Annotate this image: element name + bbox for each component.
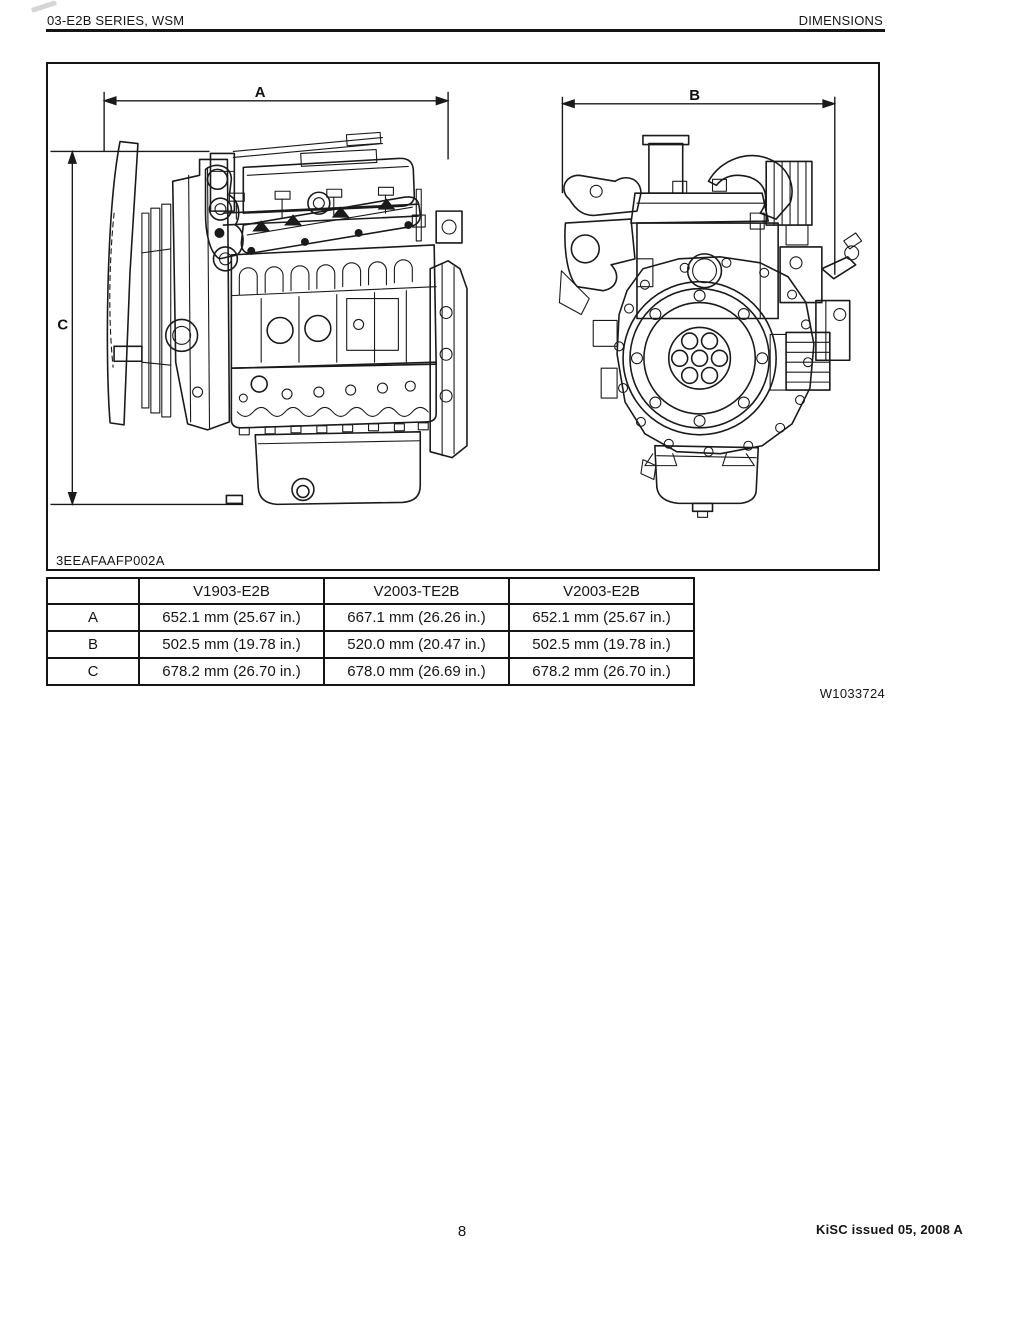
cylinder-head <box>222 186 426 242</box>
gear-case <box>164 152 236 431</box>
table-row-b: B 502.5 mm (19.78 in.) 520.0 mm (20.47 i… <box>46 630 695 659</box>
injection-pump <box>779 224 863 362</box>
table-header-row: V1903-E2B V2003-TE2B V2003-E2B <box>46 577 695 605</box>
oil-filter <box>769 331 831 391</box>
dimension-c: C <box>50 149 244 506</box>
dimension-b: B <box>560 88 837 275</box>
dimension-value: 678.0 mm (26.69 in.) <box>323 657 510 686</box>
header-chapter-title: DIMENSIONS <box>798 13 883 28</box>
table-corner-cell <box>46 577 140 605</box>
row-label: A <box>46 603 140 632</box>
dimension-value: 678.2 mm (26.70 in.) <box>508 657 695 686</box>
figure-caption: 3EEAFAAFP002A <box>54 553 167 568</box>
table-row-c: C 678.2 mm (26.70 in.) 678.0 mm (26.69 i… <box>46 657 695 686</box>
header-section-title: 03-E2B SERIES, WSM <box>47 13 185 28</box>
row-label: B <box>46 630 140 659</box>
engine-side-view <box>106 131 468 506</box>
dimensions-figure: A C <box>46 62 880 571</box>
intake-elbow <box>707 154 813 230</box>
scan-artifact <box>30 0 58 13</box>
dimension-value: 652.1 mm (25.67 in.) <box>138 603 325 632</box>
flywheel-housing-front <box>592 256 815 457</box>
column-header-v2003-te2b: V2003-TE2B <box>323 577 510 605</box>
figure-ref-number: W1033724 <box>819 686 885 701</box>
dimension-value: 502.5 mm (19.78 in.) <box>138 630 325 659</box>
header-rule <box>46 29 885 32</box>
cylinder-block <box>230 244 437 369</box>
valve-cover <box>232 131 416 214</box>
dimension-value: 678.2 mm (26.70 in.) <box>138 657 325 686</box>
dimension-a-label: A <box>255 85 266 101</box>
row-label: C <box>46 657 140 686</box>
engine-dimension-diagram: A C <box>50 85 863 518</box>
intake-manifold <box>240 191 422 255</box>
oil-pan-front <box>640 444 760 518</box>
dimension-value: 502.5 mm (19.78 in.) <box>508 630 695 659</box>
column-header-v2003-e2b: V2003-E2B <box>508 577 695 605</box>
footer-issue-note: KiSC issued 05, 2008 A <box>816 1222 963 1237</box>
dimension-value: 667.1 mm (26.26 in.) <box>323 603 510 632</box>
head-front <box>636 222 779 320</box>
flywheel-housing-side <box>429 210 468 459</box>
page-number: 8 <box>457 1223 467 1240</box>
dimension-value: 520.0 mm (20.47 in.) <box>323 630 510 659</box>
flywheel <box>622 280 777 467</box>
column-header-v1903-e2b: V1903-E2B <box>138 577 325 605</box>
water-outlet <box>558 174 642 316</box>
fan <box>106 140 139 426</box>
crankcase-flange <box>230 361 437 436</box>
dimensions-table: V1903-E2B V2003-TE2B V2003-E2B A 652.1 m… <box>46 577 695 686</box>
crank-pulley <box>113 203 172 418</box>
table-row-a: A 652.1 mm (25.67 in.) 667.1 mm (26.26 i… <box>46 603 695 632</box>
oil-pan-side <box>225 431 422 506</box>
air-inlet <box>630 134 769 224</box>
dimension-a: A <box>102 85 450 160</box>
dimension-b-label: B <box>689 88 700 104</box>
engine-front-view <box>558 134 863 518</box>
dimension-value: 652.1 mm (25.67 in.) <box>508 603 695 632</box>
dimension-c-label: C <box>57 317 68 333</box>
